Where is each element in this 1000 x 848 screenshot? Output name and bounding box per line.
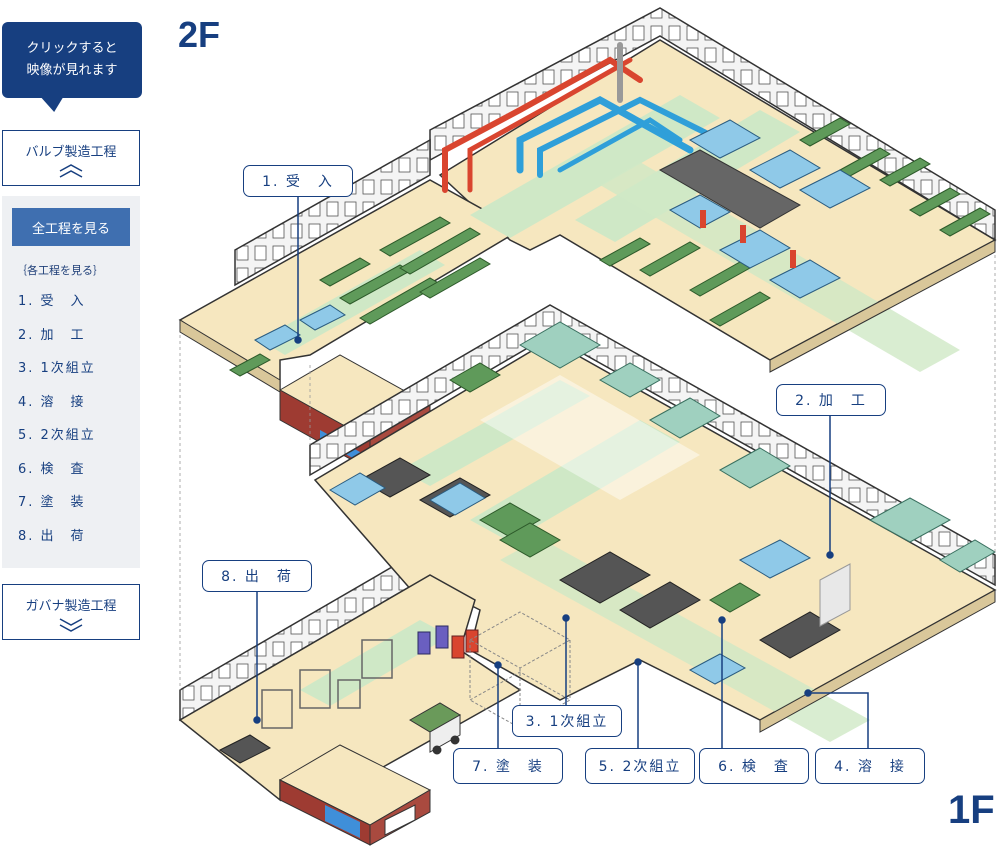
floor-guide-lines bbox=[179, 255, 996, 690]
callout-painting[interactable]: 7. 塗 装 bbox=[453, 748, 563, 784]
step-receiving[interactable]: 1. 受 入 bbox=[18, 294, 86, 309]
step-secondary-assembly[interactable]: 5. 2次組立 bbox=[18, 428, 96, 443]
callout-receiving[interactable]: 1. 受 入 bbox=[243, 165, 353, 197]
step-shipping[interactable]: 8. 出 荷 bbox=[18, 528, 86, 544]
valve-process-toggle[interactable]: バルブ製造工程 bbox=[2, 130, 140, 186]
bubble-tail bbox=[39, 96, 69, 112]
floor-label-2f: 2F bbox=[178, 14, 221, 55]
view-all-processes-button[interactable]: 全工程を見る bbox=[12, 208, 130, 246]
process-step-list: 1. 受 入 2. 加 工 3. 1次組立 4. 溶 接 5. 2次組立 6. … bbox=[18, 290, 96, 558]
step-machining[interactable]: 2. 加 工 bbox=[18, 327, 86, 343]
step-welding[interactable]: 4. 溶 接 bbox=[18, 394, 86, 410]
callout-inspection[interactable]: 6. 検 査 bbox=[699, 748, 809, 784]
floor-label-1f: 1F bbox=[948, 788, 995, 832]
step-painting[interactable]: 7. 塗 装 bbox=[18, 495, 86, 510]
process-menu-panel: 全工程を見る ｛各工程を見る｝ 1. 受 入 2. 加 工 3. 1次組立 4.… bbox=[2, 196, 140, 568]
bubble-text: クリックすると 映像が見れます bbox=[26, 41, 118, 78]
valve-process-label: バルブ製造工程 bbox=[25, 145, 117, 160]
step-inspection[interactable]: 6. 検 査 bbox=[18, 461, 86, 477]
callout-primary-assembly[interactable]: 3. 1次組立 bbox=[512, 705, 622, 737]
governor-process-label: ガバナ製造工程 bbox=[25, 599, 117, 614]
chevron-down-double-icon bbox=[59, 618, 83, 632]
callout-welding[interactable]: 4. 溶 接 bbox=[815, 748, 925, 784]
chevron-up-double-icon bbox=[59, 164, 83, 178]
floor-1f-layout bbox=[178, 304, 997, 846]
floor-2f-layout bbox=[178, 7, 997, 471]
callout-secondary-assembly[interactable]: 5. 2次組立 bbox=[585, 748, 695, 784]
callout-machining[interactable]: 2. 加 工 bbox=[776, 384, 886, 416]
step-primary-assembly[interactable]: 3. 1次組立 bbox=[18, 361, 96, 376]
process-submenu-heading: ｛各工程を見る｝ bbox=[16, 264, 104, 277]
governor-process-toggle[interactable]: ガバナ製造工程 bbox=[2, 584, 140, 640]
callout-shipping[interactable]: 8. 出 荷 bbox=[202, 560, 312, 592]
callout-leader-lines bbox=[253, 197, 869, 748]
video-hint-bubble: クリックすると 映像が見れます bbox=[2, 22, 142, 98]
